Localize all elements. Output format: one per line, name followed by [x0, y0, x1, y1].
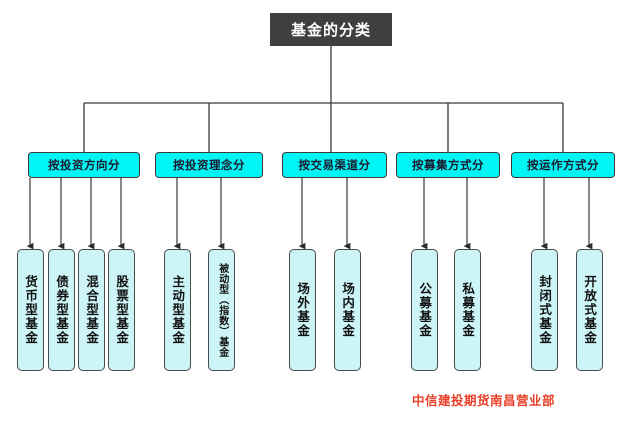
- leaf-node-label: 混合型基金: [84, 275, 100, 345]
- leaf-node: 封闭式基金: [531, 249, 558, 371]
- leaf-node-label: 封闭式基金: [537, 275, 553, 345]
- leaf-node-label: 债券型基金: [54, 275, 70, 345]
- leaf-node-label: 被动型（指数）基金: [216, 262, 228, 358]
- footer-branch-credit: 中信建投期货南昌营业部: [412, 393, 556, 408]
- category-node-investment-direction: 按投资方向分: [28, 152, 140, 178]
- leaf-node-label: 场内基金: [340, 282, 356, 338]
- category-node-trading-channel: 按交易渠道分: [282, 152, 387, 178]
- leaf-node: 场内基金: [334, 249, 361, 371]
- category-node-operation-method: 按运作方式分: [511, 152, 615, 178]
- root-node-fund-classification: 基金的分类: [270, 13, 392, 46]
- leaf-node-label: 股票型基金: [114, 275, 130, 345]
- leaf-node: 被动型（指数）基金: [208, 249, 235, 371]
- leaf-node: 场外基金: [289, 249, 316, 371]
- leaf-node: 主动型基金: [164, 249, 191, 371]
- leaf-node: 私募基金: [454, 249, 481, 371]
- leaf-node-label: 私募基金: [460, 282, 476, 338]
- category-node-fundraising-method: 按募集方式分: [396, 152, 500, 178]
- leaf-node: 混合型基金: [78, 249, 105, 371]
- leaf-node-label: 货币型基金: [23, 275, 39, 345]
- leaf-node: 股票型基金: [108, 249, 135, 371]
- leaf-node: 公募基金: [411, 249, 438, 371]
- leaf-node-label: 开放式基金: [582, 275, 598, 345]
- leaf-node: 货币型基金: [17, 249, 44, 371]
- leaf-node-label: 公募基金: [417, 282, 433, 338]
- category-node-investment-philosophy: 按投资理念分: [155, 152, 263, 178]
- leaf-node: 债券型基金: [48, 249, 75, 371]
- leaf-node: 开放式基金: [576, 249, 603, 371]
- leaf-node-label: 主动型基金: [170, 275, 186, 345]
- leaf-node-label: 场外基金: [295, 282, 311, 338]
